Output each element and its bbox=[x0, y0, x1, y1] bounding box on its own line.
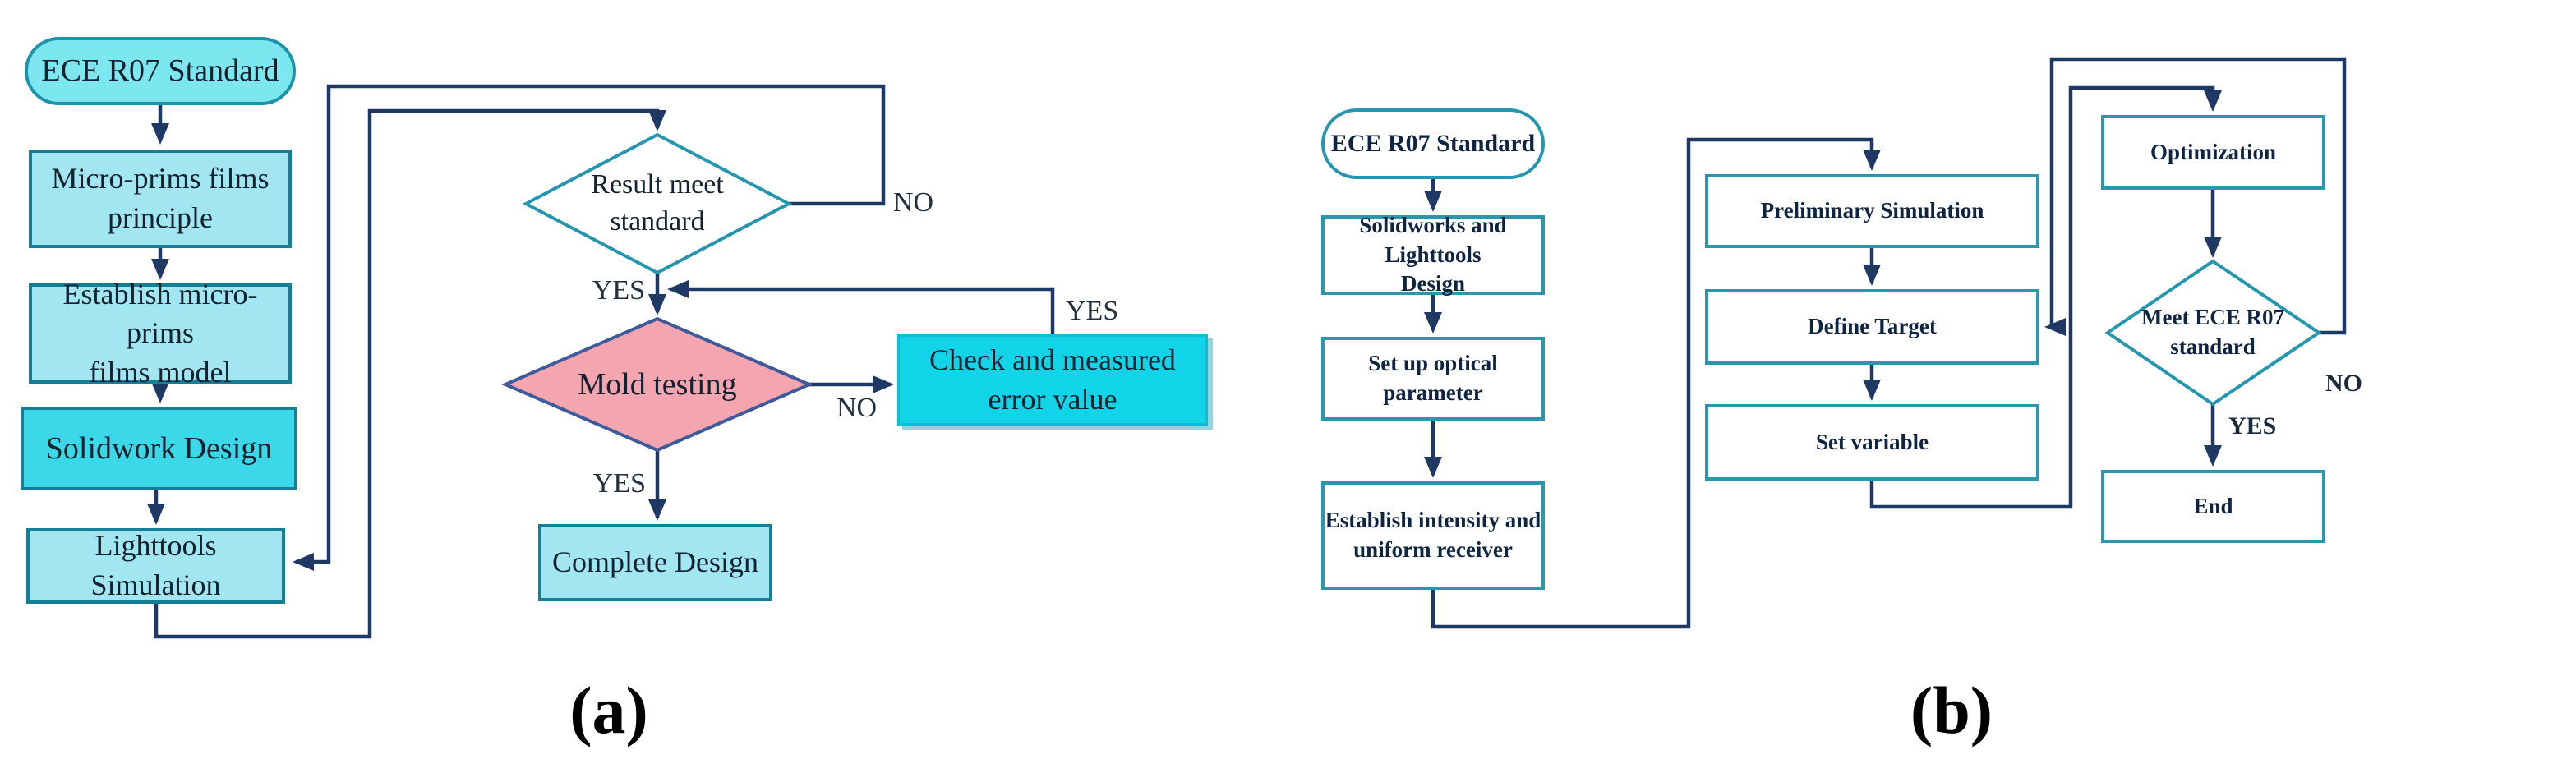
node-b-decision: Meet ECE R07 standard bbox=[2113, 271, 2312, 394]
node-a-solidwork: Solidwork Design bbox=[21, 407, 297, 490]
node-b-end: End bbox=[2101, 470, 2325, 543]
edge-label-a-result-no: NO bbox=[893, 187, 934, 218]
node-a-complete-label: Complete Design bbox=[552, 545, 758, 579]
caption-a: (a) bbox=[569, 673, 648, 748]
caption-b: (b) bbox=[1910, 673, 1993, 748]
node-a-mold: Mold testing bbox=[534, 329, 781, 440]
node-b-optimization-label: Optimization bbox=[2150, 139, 2276, 164]
edge-label-b-decision-yes: YES bbox=[2228, 412, 2277, 439]
node-b-start-label: ECE R07 Standard bbox=[1330, 130, 1536, 158]
node-b-target-label: Define Target bbox=[1808, 314, 1937, 339]
edge-a-result-no-loop bbox=[293, 84, 886, 571]
node-b-simulation-label: Preliminary Simulation bbox=[1760, 198, 1984, 223]
node-a-model-label: Establish micro-prims films model bbox=[62, 277, 258, 389]
edge-label-a-result-yes: YES bbox=[592, 275, 645, 306]
node-b-start: ECE R07 Standard bbox=[1321, 108, 1545, 179]
node-a-principle-label: Micro-prims films principle bbox=[51, 162, 270, 234]
edge-a-check-return bbox=[667, 280, 1055, 334]
node-b-receiver: Establish intensity and uniform receiver bbox=[1321, 481, 1545, 590]
edge-label-a-mold-no: NO bbox=[836, 393, 878, 423]
node-b-decision-label: Meet ECE R07 standard bbox=[2141, 305, 2284, 359]
edge-a-lighttools-result bbox=[154, 108, 666, 639]
node-a-principle: Micro-prims films principle bbox=[29, 150, 292, 248]
shape-a-result-diamond bbox=[522, 132, 793, 275]
node-a-start: ECE R07 Standard bbox=[25, 37, 296, 105]
node-b-receiver-label: Establish intensity and uniform receiver bbox=[1325, 508, 1541, 562]
node-a-lighttools-label: Lighttools Simulation bbox=[90, 529, 221, 601]
edge-label-a-mold-yes: YES bbox=[592, 468, 646, 499]
node-a-check-label: Check and measured error value bbox=[929, 343, 1176, 416]
edge-b-receiver-simulation bbox=[1431, 137, 1881, 629]
node-a-result-label: Result meet standard bbox=[591, 169, 724, 237]
node-b-target: Define Target bbox=[1705, 289, 2039, 365]
shape-a-mold-diamond bbox=[500, 316, 814, 453]
edge-label-b-decision-no: NO bbox=[2325, 370, 2362, 397]
node-b-design: Solidworks and Lighttools Design bbox=[1321, 213, 1545, 296]
node-a-mold-label: Mold testing bbox=[578, 366, 737, 402]
node-b-variable: Set variable bbox=[1705, 404, 2039, 481]
shape-b-decision-diamond bbox=[2104, 259, 2322, 407]
edge-b-variable-optimization bbox=[1869, 85, 2222, 509]
node-b-variable-label: Set variable bbox=[1815, 429, 1929, 454]
node-a-solidwork-label: Solidwork Design bbox=[45, 430, 273, 466]
edge-b-decision-no-loop bbox=[2044, 57, 2347, 336]
node-a-check: Check and measured error value bbox=[897, 334, 1208, 426]
node-a-lighttools: Lighttools Simulation bbox=[26, 528, 285, 604]
node-b-optical: Set up optical parameter bbox=[1321, 337, 1545, 421]
node-b-simulation: Preliminary Simulation bbox=[1705, 174, 2039, 248]
node-b-optical-label: Set up optical parameter bbox=[1368, 351, 1498, 405]
node-a-result: Result meet standard bbox=[542, 148, 772, 260]
node-a-complete: Complete Design bbox=[538, 524, 772, 601]
edge-label-a-check-return-yes: YES bbox=[1066, 296, 1119, 326]
node-b-design-label: Solidworks and Lighttools Design bbox=[1359, 213, 1507, 297]
node-b-end-label: End bbox=[2193, 493, 2233, 518]
node-a-start-label: ECE R07 Standard bbox=[41, 53, 279, 89]
node-b-optimization: Optimization bbox=[2101, 115, 2325, 190]
node-a-model: Establish micro-prims films model bbox=[29, 278, 292, 389]
